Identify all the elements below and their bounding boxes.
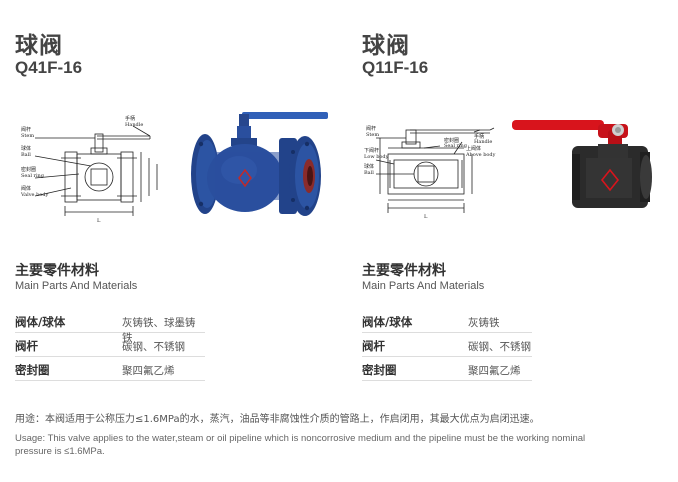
- photo-threaded-ball-valve: [512, 120, 652, 208]
- label-stem-en: Stem: [21, 133, 34, 139]
- label-stem-cn: 阀杆: [21, 126, 31, 133]
- part-material: 聚四氟乙烯: [122, 365, 175, 377]
- technical-drawing-q11f: 阀杆 Stem 密封圈 Seal ring 手柄 Handle 下阀杆 Low …: [364, 125, 496, 220]
- label-ball-cn: 球体: [364, 163, 374, 170]
- label-abovebody-cn: 上阀体: [466, 145, 481, 152]
- part-material: 聚四氟乙烯: [468, 365, 521, 377]
- label-seal-cn: 密封圈: [21, 166, 36, 173]
- part-material: 碳钢、不锈钢: [122, 341, 185, 353]
- label-body-cn: 阀体: [21, 185, 31, 192]
- label-ball-en: Ball: [364, 170, 374, 176]
- product-model: Q11F-16: [362, 58, 429, 77]
- technical-drawing-q41f: 手柄 Handle 阀杆 Stem 球体 Ball 密封圈 Seal ring …: [20, 115, 158, 224]
- materials-row: 阀杆 碳钢、不锈钢: [362, 335, 532, 357]
- materials-row: 密封圈 聚四氟乙烯: [362, 359, 532, 381]
- materials-row: 阀体/球体 灰铸铁: [362, 311, 532, 333]
- label-handle-en: Handle: [125, 122, 143, 128]
- part-name: 阀杆: [15, 339, 38, 353]
- label-ball-en: Ball: [21, 152, 31, 158]
- label-length: L: [97, 218, 101, 224]
- materials-title: 主要零件材料: [15, 263, 99, 279]
- label-ball-cn: 球体: [21, 145, 31, 152]
- product-title: 球阀: [362, 33, 410, 59]
- label-handle-cn: 手柄: [125, 115, 135, 122]
- materials-title: 主要零件材料: [362, 263, 446, 279]
- label-seal-cn: 密封圈: [444, 137, 459, 144]
- label-lowbody-cn: 下阀杆: [364, 147, 379, 154]
- materials-subtitle: Main Parts And Materials: [15, 280, 138, 292]
- product-title: 球阀: [15, 33, 63, 59]
- label-length: L: [424, 214, 428, 220]
- materials-row: 阀杆 碳钢、不锈钢: [15, 335, 205, 357]
- label-abovebody-en: Above body: [465, 152, 496, 158]
- materials-subtitle: Main Parts And Materials: [362, 280, 485, 292]
- materials-row: 阀体/球体 灰铸铁、球墨铸铁: [15, 311, 205, 344]
- part-name: 阀体/球体: [362, 315, 413, 329]
- label-stem-en: Stem: [366, 132, 379, 138]
- label-body-en: Valve body: [20, 192, 49, 198]
- photo-flanged-ball-valve: [191, 112, 328, 216]
- label-seal-en: Seal ring: [444, 143, 468, 149]
- part-material: 灰铸铁: [468, 317, 500, 329]
- label-handle-en: Handle: [474, 139, 492, 145]
- product-model: Q41F-16: [15, 58, 83, 77]
- product-q11f: 球阀 Q11F-16: [362, 0, 678, 400]
- label-seal-en: Seal ring: [21, 173, 45, 179]
- materials-row: 密封圈 聚四氟乙烯: [15, 359, 205, 381]
- part-name: 密封圈: [15, 363, 50, 377]
- usage-text-cn: 用途：本阀适用于公称压力≤1.6MPa的水，蒸汽，油品等非腐蚀性介质的管路上，作…: [15, 414, 540, 425]
- usage-text-en: Usage: This valve applies to the water,s…: [15, 433, 586, 457]
- label-handle-cn: 手柄: [474, 133, 484, 140]
- part-material: 碳钢、不锈钢: [468, 341, 531, 353]
- part-name: 阀体/球体: [15, 315, 66, 329]
- label-stem-cn: 阀杆: [366, 125, 376, 132]
- part-material: 灰铸铁、球墨铸铁: [122, 317, 196, 344]
- product-q41f: 球阀 Q41F-16: [15, 0, 335, 400]
- part-name: 阀杆: [362, 339, 385, 353]
- part-name: 密封圈: [362, 363, 397, 377]
- label-lowbody-en: Low body: [364, 154, 389, 160]
